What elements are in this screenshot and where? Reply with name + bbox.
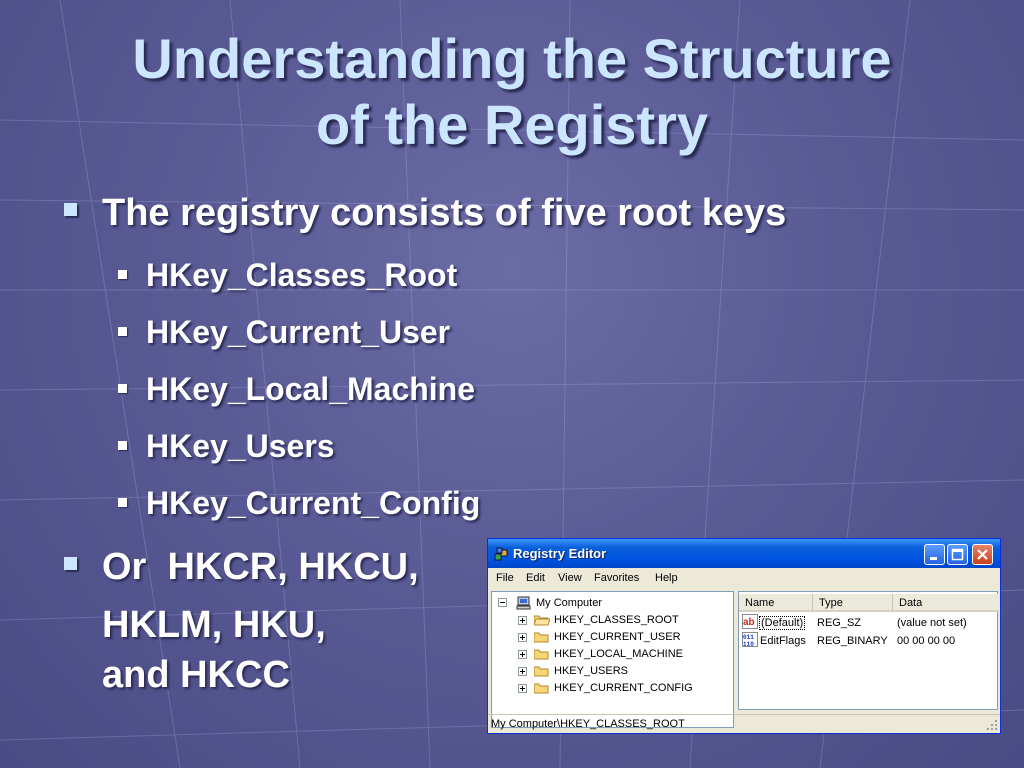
open-folder-icon (534, 615, 550, 626)
square-bullet-icon (64, 557, 77, 570)
square-bullet-icon (118, 384, 127, 393)
column-header-name[interactable]: Name (739, 594, 813, 612)
svg-text:ab: ab (743, 617, 755, 628)
expand-icon[interactable] (518, 633, 527, 642)
sub-bullet-text: HKey_Classes_Root (146, 257, 458, 293)
square-bullet-icon (118, 498, 127, 507)
minimize-button[interactable] (924, 544, 945, 565)
maximize-icon (951, 548, 964, 561)
tree-item-label: HKEY_CURRENT_USER (554, 631, 681, 643)
folder-icon (534, 649, 549, 660)
close-button[interactable] (972, 544, 993, 565)
bullet-text: The registry consists of five root keys (102, 192, 787, 234)
tree-item-label: HKEY_CURRENT_CONFIG (554, 682, 693, 694)
value-name: EditFlags (760, 635, 806, 647)
registry-tree-pane[interactable]: My Computer HKEY_CLASSES_ROOT HKEY_CURRE… (491, 591, 734, 728)
folder-icon (534, 632, 549, 643)
menu-edit[interactable]: Edit (526, 572, 545, 584)
window-titlebar[interactable]: Registry Editor (488, 539, 1000, 568)
status-path: My Computer\HKEY_CLASSES_ROOT (491, 718, 685, 730)
svg-text:110: 110 (743, 641, 754, 647)
tree-item-label: HKEY_CLASSES_ROOT (554, 614, 679, 626)
title-line-1: Understanding the Structure (132, 27, 892, 90)
square-bullet-icon (118, 270, 127, 279)
menu-file[interactable]: File (496, 572, 514, 584)
collapse-icon[interactable] (498, 598, 507, 607)
values-list-pane[interactable]: Name Type Data ab (Default) REG_SZ (valu… (738, 591, 999, 710)
sub-bullet-text: HKey_Current_Config (146, 485, 481, 521)
title-line-2: of the Registry (315, 93, 709, 156)
close-icon (977, 549, 988, 560)
regedit-icon (494, 547, 508, 561)
registry-editor-window: Registry Editor File Edit View Favorites… (487, 538, 1001, 734)
resize-grip-icon[interactable] (986, 719, 998, 731)
string-value-icon: ab (742, 614, 758, 629)
menu-help[interactable]: Help (655, 572, 678, 584)
folder-icon (534, 683, 549, 694)
maximize-button[interactable] (947, 544, 968, 565)
bullet-text-line-3: and HKCC (102, 654, 290, 696)
sub-bullet-text: HKey_Users (146, 428, 335, 464)
expand-icon[interactable] (518, 650, 527, 659)
value-name: (Default) (759, 616, 806, 630)
bullet-text-line-2: HKLM, HKU, (102, 604, 326, 646)
square-bullet-icon (118, 441, 127, 450)
expand-icon[interactable] (518, 667, 527, 676)
column-header-type[interactable]: Type (813, 594, 893, 612)
column-header-data[interactable]: Data (893, 594, 999, 612)
value-row[interactable]: ab (Default) REG_SZ (value not set) (739, 614, 997, 631)
expand-icon[interactable] (518, 616, 527, 625)
menu-favorites[interactable]: Favorites (594, 572, 640, 584)
status-bar: My Computer\HKEY_CLASSES_ROOT (488, 714, 1000, 733)
value-type: REG_SZ (817, 617, 862, 629)
sub-bullet-text: HKey_Current_User (146, 314, 451, 350)
slide-title: Understanding the Structure of the Regis… (0, 26, 1024, 158)
folder-icon (534, 666, 549, 677)
tree-item-label: HKEY_LOCAL_MACHINE (554, 648, 683, 660)
sub-bullet-text: HKey_Local_Machine (146, 371, 476, 407)
window-title: Registry Editor (513, 546, 607, 561)
menu-view[interactable]: View (558, 572, 582, 584)
svg-text:011: 011 (743, 634, 754, 641)
value-data: (value not set) (897, 617, 967, 629)
computer-icon (516, 596, 531, 610)
tree-item-label: HKEY_USERS (554, 665, 628, 677)
minimize-icon (930, 557, 937, 560)
expand-icon[interactable] (518, 684, 527, 693)
square-bullet-icon (64, 203, 77, 216)
value-data: 00 00 00 00 (897, 635, 956, 647)
square-bullet-icon (118, 327, 127, 336)
tree-item-label: My Computer (536, 597, 603, 609)
bullet-text-line-1: Or HKCR, HKCU, (102, 546, 419, 588)
menu-bar: File Edit View Favorites Help (490, 569, 998, 587)
value-type: REG_BINARY (817, 635, 888, 647)
